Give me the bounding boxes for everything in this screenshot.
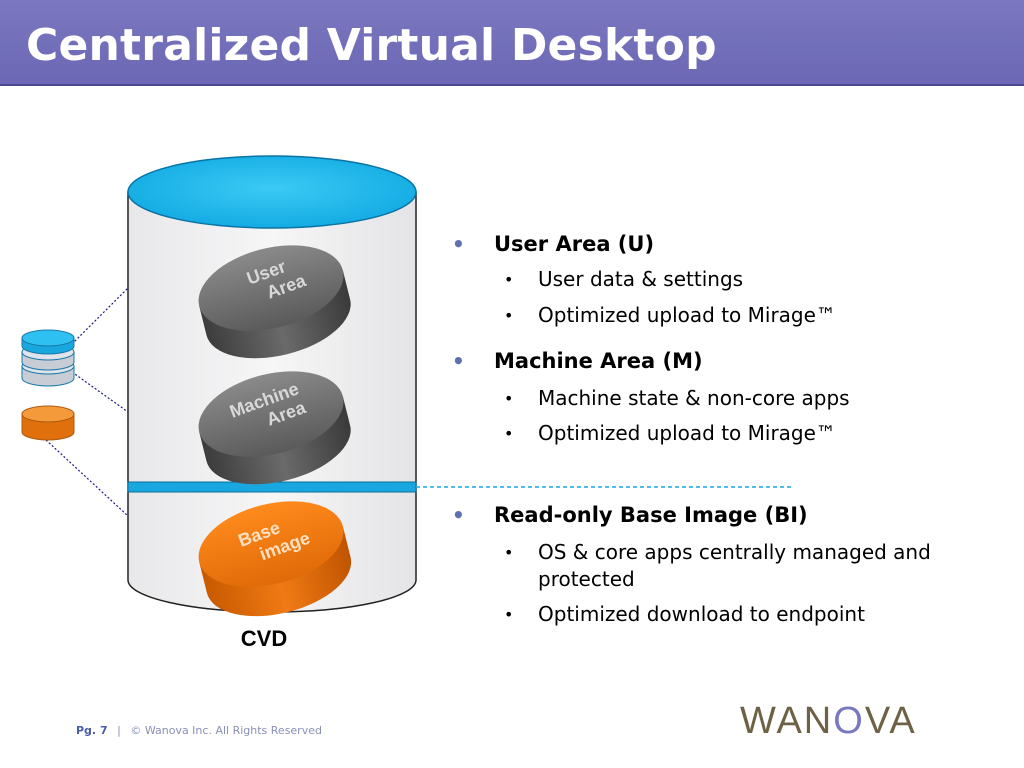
- cvd-label: CVD: [240, 626, 288, 651]
- bullet-icon: •: [452, 349, 465, 373]
- sub-bullet: • Optimized upload to Mirage™: [452, 420, 1012, 447]
- sub-bullet-icon: •: [504, 270, 514, 289]
- user-area-disk: [198, 245, 351, 359]
- sub-bullet-icon: •: [504, 306, 514, 325]
- sub-bullet-text: Optimized download to endpoint: [538, 602, 865, 626]
- sub-bullet: • User data & settings: [452, 266, 1012, 293]
- sub-bullet-icon: •: [504, 424, 514, 443]
- sub-bullet: • Optimized download to endpoint: [452, 601, 1012, 628]
- title-bar: Centralized Virtual Desktop: [0, 0, 1024, 86]
- bullet-user-area: • User Area (U): [452, 230, 1012, 258]
- slide-title: Centralized Virtual Desktop: [26, 20, 717, 71]
- bullet-icon: •: [452, 503, 465, 527]
- sub-bullet-icon: •: [504, 543, 514, 562]
- endpoint-base-icon: [21, 405, 75, 441]
- connector-lines: [45, 287, 129, 517]
- bullet-icon: •: [452, 232, 465, 256]
- sub-bullet: • Optimized upload to Mirage™: [452, 302, 1012, 329]
- bullet-machine-area: • Machine Area (M): [452, 347, 1012, 375]
- sub-bullet-text: User data & settings: [538, 267, 744, 291]
- wanova-logo: WANOVA: [740, 700, 917, 742]
- page-number: Pg. 7: [76, 724, 108, 737]
- bullet-heading: Read-only Base Image (BI): [494, 503, 808, 527]
- sub-bullet: • Machine state & non-core apps: [452, 385, 1012, 412]
- endpoint-stack-icon: [21, 329, 75, 387]
- footer-separator: |: [117, 724, 121, 737]
- bullet-heading: User Area (U): [494, 232, 655, 256]
- sub-bullet-text: OS & core apps centrally managed and pro…: [538, 540, 931, 591]
- base-divider: [127, 481, 417, 493]
- sub-bullet-text: Machine state & non-core apps: [538, 386, 850, 410]
- sub-bullet-icon: •: [504, 389, 514, 408]
- footer: Pg. 7 | © Wanova Inc. All Rights Reserve…: [76, 724, 322, 737]
- bullet-base-image: • Read-only Base Image (BI): [452, 501, 1012, 529]
- bullet-list: • User Area (U) • User data & settings •…: [452, 230, 1012, 628]
- bullet-heading: Machine Area (M): [494, 349, 703, 373]
- sub-bullet-icon: •: [504, 605, 514, 624]
- sub-bullet-text: Optimized upload to Mirage™: [538, 421, 836, 445]
- sub-bullet-text: Optimized upload to Mirage™: [538, 303, 836, 327]
- sub-bullet: • OS & core apps centrally managed and p…: [452, 539, 1012, 593]
- machine-area-disk: [198, 371, 351, 485]
- copyright: © Wanova Inc. All Rights Reserved: [130, 724, 322, 737]
- base-image-disk: [198, 501, 352, 617]
